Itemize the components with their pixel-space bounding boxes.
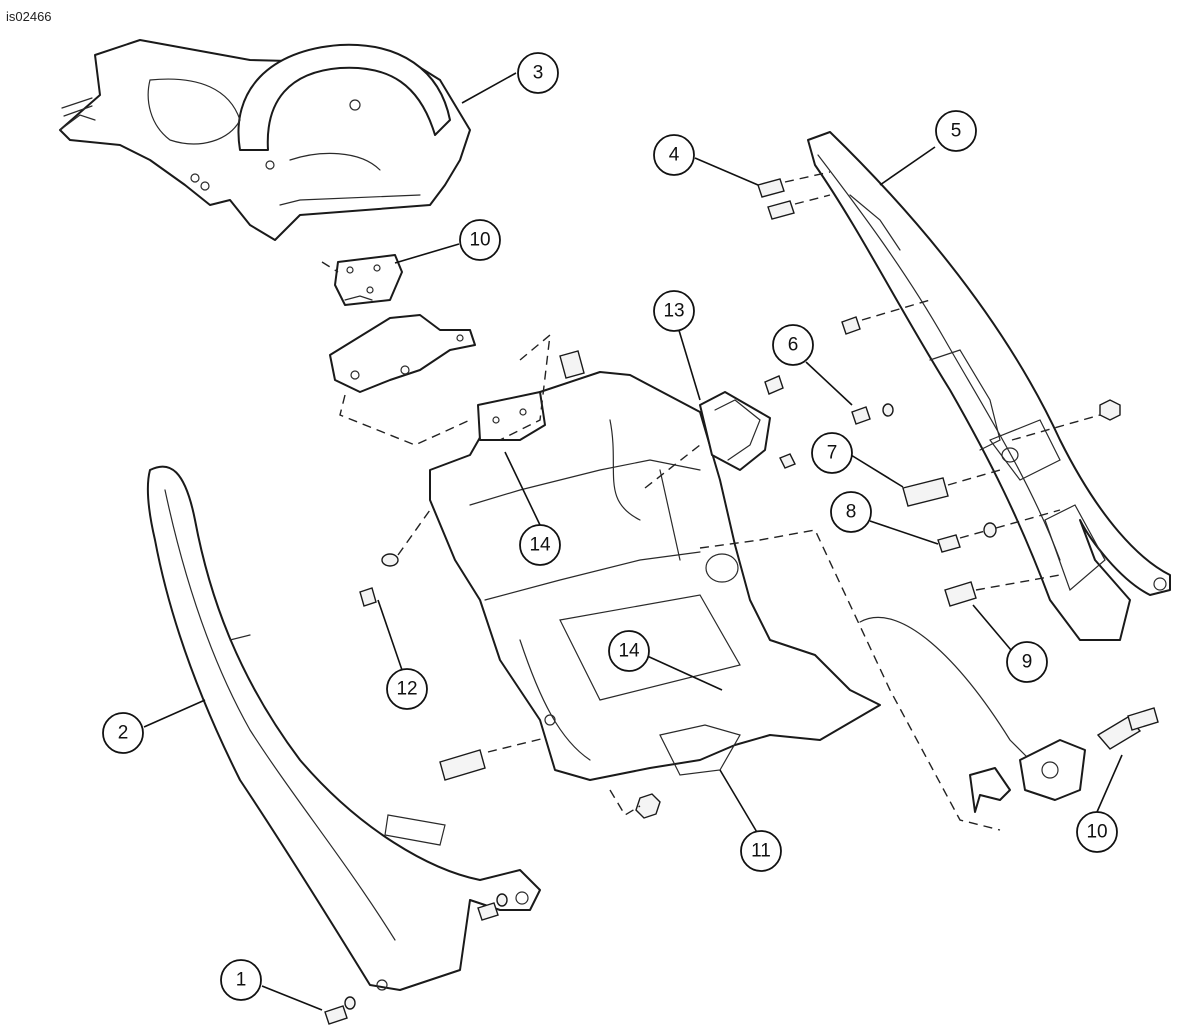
callout-label: 10 <box>469 230 490 251</box>
callout-5: 5 <box>935 110 977 152</box>
tray-bracket <box>477 333 585 441</box>
callout-14-lower: 14 <box>608 630 650 672</box>
callout-8: 8 <box>830 491 872 533</box>
callout-label: 9 <box>1022 652 1033 673</box>
callout-label: 12 <box>396 679 417 700</box>
callout-9: 9 <box>1006 641 1048 683</box>
part-12-screw-washer <box>359 509 431 607</box>
callout-10-lower: 10 <box>1076 811 1118 853</box>
callout-label: 5 <box>951 121 962 142</box>
callout-label: 11 <box>751 841 771 862</box>
part-4-screws <box>757 171 831 220</box>
leader-lines <box>143 72 1123 1011</box>
part-6-screw-washer <box>841 299 931 425</box>
part-11-rear-tray <box>429 371 1001 831</box>
callout-label: 7 <box>827 443 838 464</box>
part-3-rear-frame <box>59 39 471 241</box>
part-1-screw-washer <box>324 893 508 1025</box>
part-10-upper-latch <box>321 254 403 306</box>
callout-label: 14 <box>529 535 551 556</box>
callout-3: 3 <box>517 52 559 94</box>
callout-label: 10 <box>1086 822 1107 843</box>
callout-label: 2 <box>118 723 129 744</box>
part-8-screw-washer <box>937 509 1061 553</box>
part-7-bolt <box>902 469 1001 507</box>
callout-label: 13 <box>663 301 684 322</box>
callout-label: 6 <box>788 335 799 356</box>
callout-label: 3 <box>533 63 544 84</box>
part-9-bolt <box>944 574 1061 607</box>
callout-label: 8 <box>846 502 857 523</box>
callout-2: 2 <box>102 712 144 754</box>
part-5-right-side-rail <box>807 131 1171 641</box>
callout-6: 6 <box>772 324 814 366</box>
part-13-clip <box>644 375 796 489</box>
callout-label: 1 <box>236 970 247 991</box>
tray-bolt-and-nut <box>439 737 661 819</box>
callout-label: 14 <box>618 641 640 662</box>
callout-13: 13 <box>653 290 695 332</box>
callout-label: 4 <box>669 145 680 166</box>
callout-1: 1 <box>220 959 262 1001</box>
callout-10-upper: 10 <box>459 219 501 261</box>
part-2-left-side-rail <box>146 465 541 991</box>
part-10-lower-lock <box>859 616 1159 813</box>
callout-4: 4 <box>653 134 695 176</box>
callout-7: 7 <box>811 432 853 474</box>
callout-11: 11 <box>740 830 782 872</box>
figure-id: is02466 <box>6 9 52 24</box>
callout-12: 12 <box>386 668 428 710</box>
bracket-plate <box>329 314 476 446</box>
callout-14-upper: 14 <box>519 524 561 566</box>
